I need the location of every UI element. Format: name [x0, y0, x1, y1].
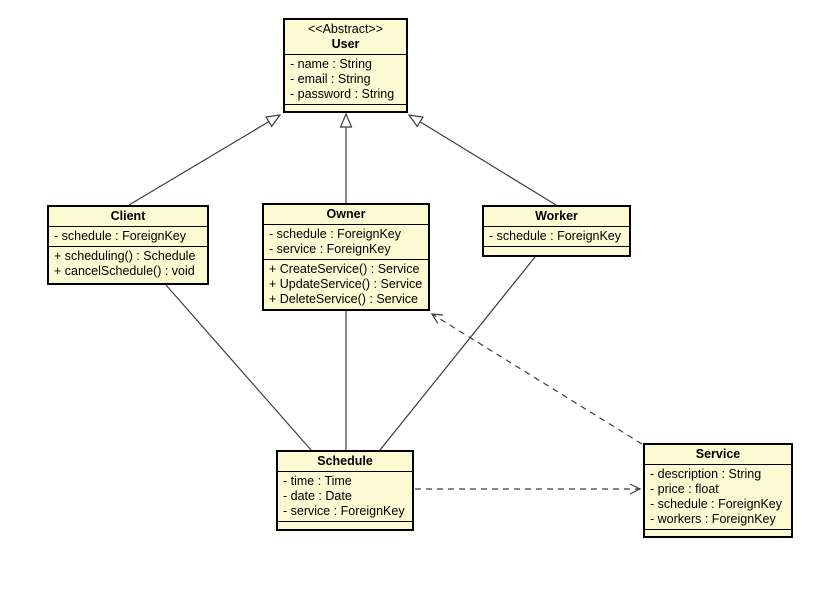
- attribute: - schedule : ForeignKey: [54, 229, 187, 243]
- class-client[interactable]: Client - schedule : ForeignKey + schedul…: [47, 205, 209, 285]
- methods-compartment-empty: [645, 529, 791, 536]
- class-worker[interactable]: Worker - schedule : ForeignKey: [482, 205, 631, 257]
- class-user[interactable]: <<Abstract>> User - name : String - emai…: [283, 18, 408, 113]
- methods-compartment: + CreateService() : Service + UpdateServ…: [264, 259, 428, 309]
- attribute: - date : Date: [283, 489, 352, 503]
- attribute: - email : String: [290, 72, 371, 86]
- class-name: Service: [695, 447, 741, 461]
- class-title: Service: [645, 445, 791, 464]
- class-name: Schedule: [317, 454, 373, 468]
- class-title: <<Abstract>> User: [285, 20, 406, 54]
- edge-generalization-worker-user[interactable]: [407, 114, 557, 206]
- attribute: - password : String: [290, 87, 395, 101]
- class-name: Owner: [326, 207, 366, 221]
- edge-generalization-client-user[interactable]: [128, 114, 282, 206]
- methods-compartment: + scheduling() : Schedule + cancelSchedu…: [49, 246, 207, 283]
- method: + CreateService() : Service: [269, 262, 420, 276]
- class-service[interactable]: Service - description : String - price :…: [643, 443, 793, 538]
- attributes-compartment: - name : String - email : String - passw…: [285, 54, 406, 104]
- attribute: - schedule : ForeignKey: [269, 227, 402, 241]
- attributes-compartment: - schedule : ForeignKey: [484, 226, 629, 246]
- attributes-compartment: - schedule : ForeignKey - service : Fore…: [264, 224, 428, 259]
- attribute: - service : ForeignKey: [269, 242, 391, 256]
- class-name: User: [331, 37, 360, 51]
- edge-association-worker-schedule[interactable]: [379, 256, 536, 451]
- class-title: Worker: [484, 207, 629, 226]
- methods-compartment-empty: [285, 104, 406, 111]
- attributes-compartment: - schedule : ForeignKey: [49, 226, 207, 246]
- attribute: - workers : ForeignKey: [650, 512, 776, 526]
- class-title: Client: [49, 207, 207, 226]
- class-name: Worker: [535, 209, 578, 223]
- method: + scheduling() : Schedule: [54, 249, 196, 263]
- attributes-compartment: - description : String - price : float -…: [645, 464, 791, 529]
- attribute: - service : ForeignKey: [283, 504, 405, 518]
- attribute: - time : Time: [283, 474, 352, 488]
- method: + UpdateService() : Service: [269, 277, 423, 291]
- class-name: Client: [110, 209, 146, 223]
- class-stereotype: <<Abstract>>: [307, 22, 384, 36]
- class-title: Schedule: [278, 452, 412, 471]
- attributes-compartment: - time : Time - date : Date - service : …: [278, 471, 412, 521]
- class-schedule[interactable]: Schedule - time : Time - date : Date - s…: [276, 450, 414, 531]
- attribute: - price : float: [650, 482, 719, 496]
- method: + DeleteService() : Service: [269, 292, 419, 306]
- attribute: - schedule : ForeignKey: [489, 229, 622, 243]
- attribute: - schedule : ForeignKey: [650, 497, 783, 511]
- attribute: - name : String: [290, 57, 372, 71]
- methods-compartment-empty: [484, 246, 629, 255]
- method: + cancelSchedule() : void: [54, 264, 195, 278]
- edge-dependency-service-owner[interactable]: [430, 313, 643, 445]
- class-title: Owner: [264, 205, 428, 224]
- methods-compartment-empty: [278, 521, 412, 529]
- edge-association-client-schedule[interactable]: [165, 284, 312, 451]
- class-owner[interactable]: Owner - schedule : ForeignKey - service …: [262, 203, 430, 311]
- attribute: - description : String: [650, 467, 762, 481]
